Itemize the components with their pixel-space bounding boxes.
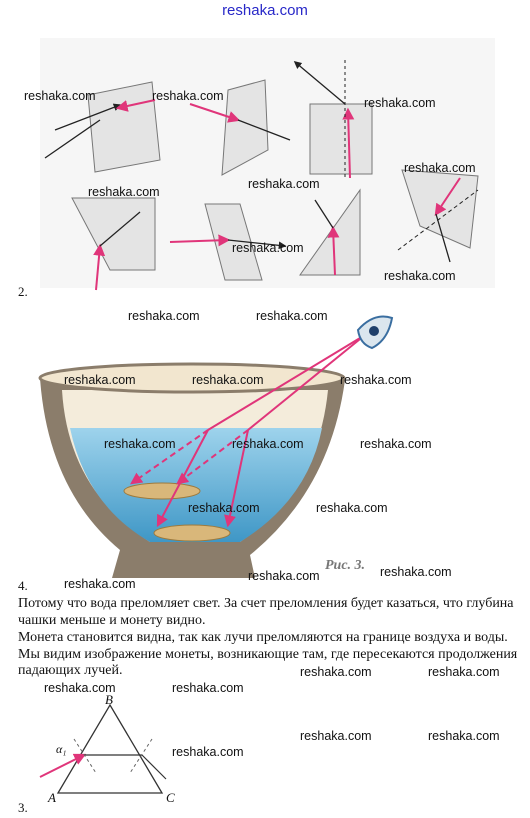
answer-paragraph-1: Потому что вода преломляет свет. За счет… — [18, 596, 514, 628]
prism-label-b: B — [105, 692, 113, 707]
watermark: reshaka.com — [360, 437, 432, 451]
watermark: reshaka.com — [88, 185, 160, 199]
glass-plate-image — [87, 81, 161, 173]
watermark: reshaka.com — [300, 729, 372, 743]
watermark: reshaka.com — [44, 681, 116, 695]
refraction-sketches — [40, 38, 495, 291]
watermark: reshaka.com — [428, 729, 500, 743]
prism-image — [39, 703, 167, 794]
site-header[interactable]: reshaka.com — [222, 2, 308, 19]
eye-icon — [356, 315, 394, 350]
watermark: reshaka.com — [104, 437, 176, 451]
watermark: reshaka.com — [428, 665, 500, 679]
watermark: reshaka.com — [404, 161, 476, 175]
watermark: reshaka.com — [64, 373, 136, 387]
watermark: reshaka.com — [316, 501, 388, 515]
section-number-2: 2. — [18, 284, 28, 299]
watermark: reshaka.com — [384, 269, 456, 283]
coin-image — [123, 482, 201, 500]
watermark: reshaka.com — [248, 177, 320, 191]
watermark: reshaka.com — [128, 309, 200, 323]
watermark: reshaka.com — [248, 569, 320, 583]
watermark: reshaka.com — [232, 241, 304, 255]
watermark: reshaka.com — [152, 89, 224, 103]
answer-paragraph-2: Монета становится видна, так как лучи пр… — [18, 630, 518, 678]
watermark: reshaka.com — [24, 89, 96, 103]
watermark: reshaka.com — [340, 373, 412, 387]
watermark: reshaka.com — [188, 501, 260, 515]
section-number-3: 4. — [18, 578, 28, 593]
watermark: reshaka.com — [300, 665, 372, 679]
watermark: reshaka.com — [364, 96, 436, 110]
bowl-image — [38, 315, 394, 578]
prism-label-alpha: α₁ — [56, 742, 67, 756]
prism-label-a: A — [48, 790, 56, 805]
section-number-4: 3. — [18, 800, 28, 815]
watermark: reshaka.com — [380, 565, 452, 579]
watermark: reshaka.com — [64, 577, 136, 591]
watermark: reshaka.com — [232, 437, 304, 451]
prism-label-c: C — [166, 790, 175, 805]
figure-caption: Рис. 3. — [325, 558, 366, 573]
watermark: reshaka.com — [172, 681, 244, 695]
watermark: reshaka.com — [256, 309, 328, 323]
watermark: reshaka.com — [172, 745, 244, 759]
watermark: reshaka.com — [192, 373, 264, 387]
